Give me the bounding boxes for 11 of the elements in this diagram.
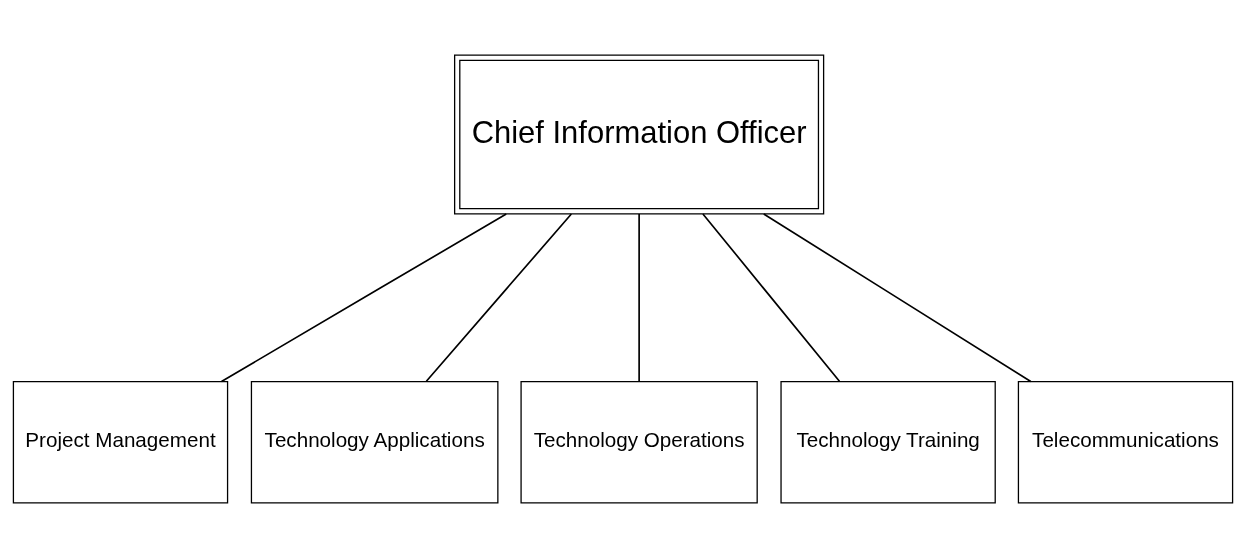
connector: [425, 213, 573, 383]
connector: [702, 213, 841, 383]
node-box: Chief Information Officer: [454, 54, 825, 215]
node-box: Technology Training: [780, 380, 996, 504]
node-box: Telecommunications: [1017, 380, 1234, 504]
connector: [638, 213, 640, 383]
connector: [762, 213, 1032, 383]
connector: [220, 213, 508, 383]
node-box: Technology Operations: [520, 380, 758, 504]
node-box: Technology Applications: [250, 380, 499, 504]
node-box: Project Management: [12, 380, 229, 504]
